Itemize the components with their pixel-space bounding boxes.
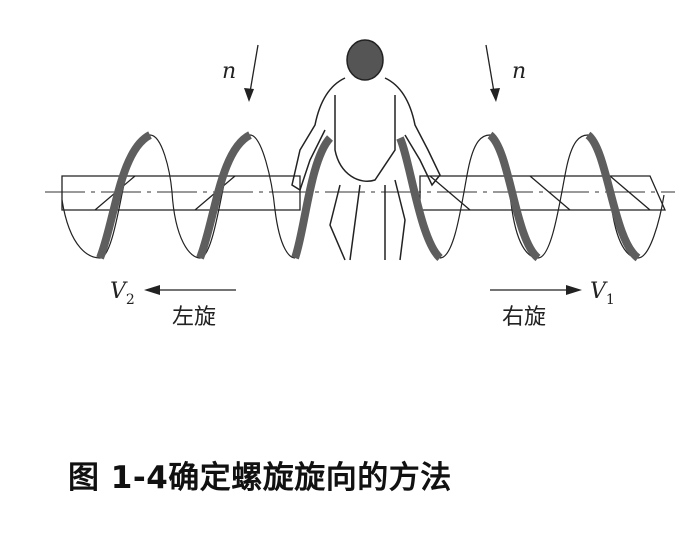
- person-figure: [291, 39, 441, 261]
- v2-label: V2: [110, 279, 135, 308]
- n-label-left: n: [222, 59, 236, 84]
- velocity-arrow-right: [490, 285, 582, 295]
- right-hand-coils: [396, 131, 665, 262]
- figure-caption: 图 1-4确定螺旋旋向的方法: [68, 460, 452, 496]
- rotation-arrow-right: [485, 44, 500, 102]
- left-hand-label: 左旋: [172, 305, 216, 330]
- velocity-arrow-left: [144, 285, 236, 295]
- v1-label: V1: [590, 279, 615, 308]
- left-hand-coils: [61, 131, 334, 260]
- n-label-right: n: [512, 59, 526, 84]
- rotation-arrow-left: [244, 44, 259, 102]
- left-screw-shaft: [61, 175, 301, 211]
- right-hand-label: 右旋: [502, 305, 546, 330]
- right-screw-shaft: [419, 175, 666, 211]
